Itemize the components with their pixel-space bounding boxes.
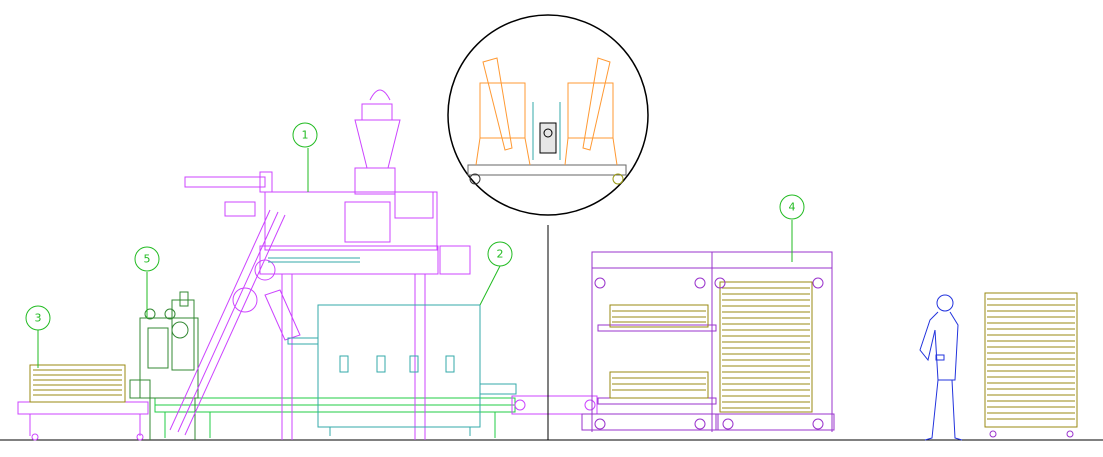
caster-wheel-icon xyxy=(812,418,824,430)
caster-wheel-icon xyxy=(594,418,606,430)
caster-wheel-icon xyxy=(714,277,726,289)
rack-slats xyxy=(722,287,810,409)
dosing-unit-5 xyxy=(129,291,199,440)
caster-wheel-icon xyxy=(694,277,706,289)
extruder-1 xyxy=(184,89,471,440)
tray-stack-right xyxy=(984,292,1078,438)
transfer-conveyor xyxy=(511,395,598,415)
inclined-elevator xyxy=(169,209,286,436)
callout-4-label: 4 xyxy=(789,201,796,214)
callout-3: 3 xyxy=(25,305,51,368)
detail-view-circle-icon xyxy=(447,14,649,440)
operator-figure-icon xyxy=(919,294,963,441)
caster-wheel-icon xyxy=(612,173,624,185)
callout-2: 2 xyxy=(479,241,513,306)
callout-1-label: 1 xyxy=(302,129,309,142)
caster-wheel-icon xyxy=(31,433,39,441)
callout-5-label: 5 xyxy=(144,253,151,266)
caster-wheel-icon xyxy=(989,430,997,438)
callout-4: 4 xyxy=(779,194,805,262)
conveyor xyxy=(154,397,516,438)
dryer-2 xyxy=(287,304,517,436)
callout-2-label: 2 xyxy=(497,248,504,261)
rack-wheels xyxy=(594,277,824,430)
caster-wheel-icon xyxy=(136,433,144,441)
callout-1: 1 xyxy=(292,122,318,192)
tray-cart-3 xyxy=(17,364,149,441)
callout-5: 5 xyxy=(134,246,160,318)
caster-wheel-icon xyxy=(594,277,606,289)
caster-wheel-icon xyxy=(1066,430,1074,438)
callout-3-label: 3 xyxy=(35,312,42,325)
rack-trays xyxy=(609,281,813,413)
caster-wheel-icon xyxy=(722,418,734,430)
tray-rack-4 xyxy=(581,251,835,432)
caster-wheel-icon xyxy=(812,277,824,289)
caster-wheel-icon xyxy=(469,173,481,185)
caster-wheel-icon xyxy=(694,418,706,430)
